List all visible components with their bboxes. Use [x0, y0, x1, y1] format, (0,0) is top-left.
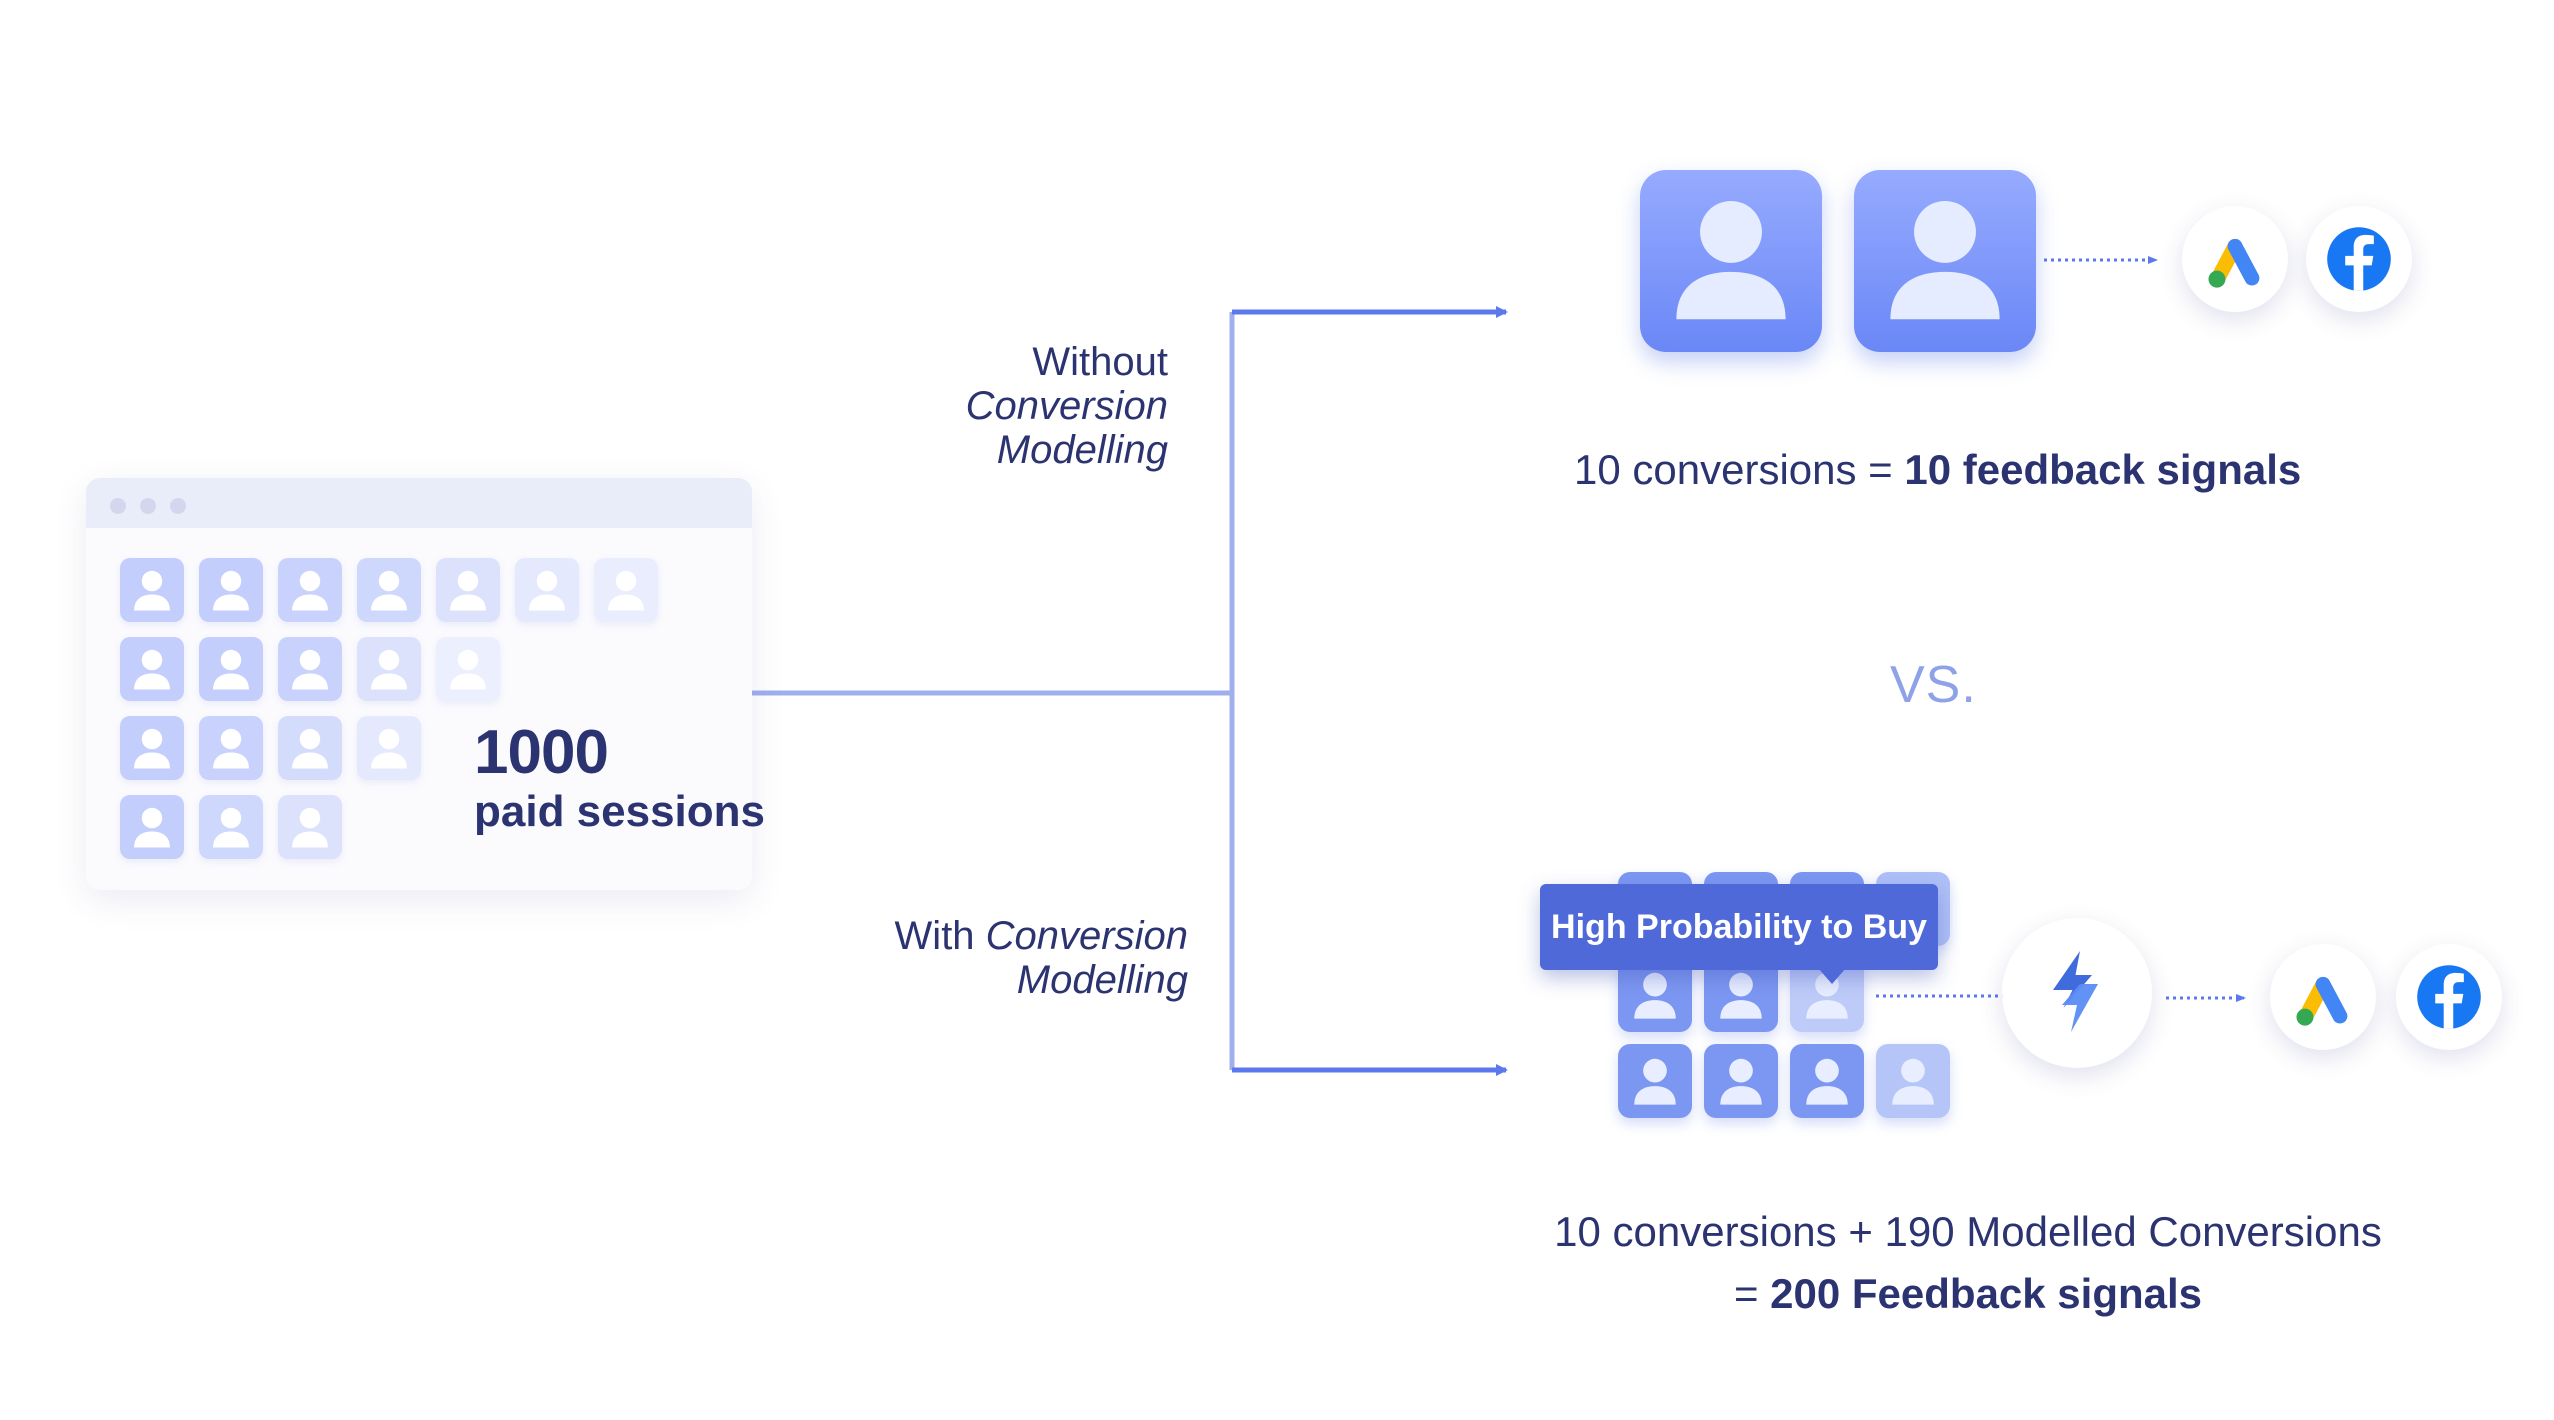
- with-result-caption-line1: 10 conversions + 190 Modelled Conversion…: [1554, 1208, 2382, 1255]
- user-icon: [1634, 972, 1676, 1019]
- session-user-tile: [278, 795, 342, 859]
- user-icon: [292, 570, 328, 611]
- session-user-tile: [357, 716, 421, 780]
- session-user-tile: [120, 795, 184, 859]
- user-icon: [450, 570, 486, 611]
- user-icon: [1720, 972, 1762, 1019]
- user-icon: [1634, 1058, 1676, 1105]
- session-user-tile: [278, 558, 342, 622]
- facebook-platform: [2396, 944, 2502, 1050]
- user-icon: [371, 728, 407, 769]
- google-ads-icon: [2296, 976, 2348, 1026]
- user-icon: [371, 570, 407, 611]
- session-user-tile: [357, 558, 421, 622]
- conversion-user-tile: [1854, 170, 2036, 352]
- session-user-tile: [120, 637, 184, 701]
- modelled-user-tile: [1618, 1044, 1692, 1118]
- without-result-caption: 10 conversions = 10 feedback signals: [1574, 446, 2302, 493]
- session-user-tile: [278, 716, 342, 780]
- user-icon: [134, 807, 170, 848]
- user-icon: [1720, 1058, 1762, 1105]
- user-icon: [529, 570, 565, 611]
- with-line-1: With Conversion: [894, 914, 1188, 958]
- google-ads-platform: [2182, 206, 2288, 312]
- session-user-tile: [594, 558, 658, 622]
- tooltip-pointer: [1818, 968, 1846, 984]
- session-count: 1000: [474, 718, 609, 787]
- user-icon: [1892, 1058, 1934, 1105]
- without-line-2: Conversion: [965, 384, 1168, 428]
- modelled-user-tile: [1704, 958, 1778, 1032]
- user-icon: [213, 570, 249, 611]
- versus-label: VS.: [1890, 656, 1977, 714]
- user-icon: [292, 728, 328, 769]
- conversion-modelling-engine: [2002, 918, 2152, 1068]
- session-user-tile: [436, 558, 500, 622]
- user-icon: [213, 728, 249, 769]
- user-icon: [134, 649, 170, 690]
- user-icon: [371, 649, 407, 690]
- branch-connector: [752, 312, 1235, 1070]
- user-icon: [1890, 200, 2000, 320]
- without-line-1: Without: [1032, 340, 1168, 384]
- modelled-user-tile: [1790, 958, 1864, 1032]
- modelled-user-tile: [1704, 1044, 1778, 1118]
- window-dot-icon: [140, 498, 156, 514]
- google-ads-icon: [2208, 238, 2260, 288]
- paid-sessions-window: [86, 478, 752, 890]
- session-user-tile: [120, 558, 184, 622]
- user-icon: [134, 570, 170, 611]
- without-modelling-label: Without Conversion Modelling: [800, 340, 1168, 472]
- session-user-tile: [199, 558, 263, 622]
- window-title-bar: [86, 478, 752, 528]
- user-icon: [292, 807, 328, 848]
- session-user-tile: [199, 716, 263, 780]
- user-icon: [450, 649, 486, 690]
- facebook-icon: [2327, 227, 2391, 291]
- with-result-caption-line2: = 200 Feedback signals: [1733, 1270, 2203, 1317]
- conversion-user-tile: [1640, 170, 1822, 352]
- user-icon: [1676, 200, 1786, 320]
- user-icon: [213, 807, 249, 848]
- modelled-user-tile: [1876, 1044, 1950, 1118]
- session-user-tile: [120, 716, 184, 780]
- session-user-tile: [199, 637, 263, 701]
- without-line-3: Modelling: [996, 428, 1168, 472]
- facebook-platform: [2306, 206, 2412, 312]
- with-modelling-label: With Conversion Modelling: [780, 914, 1188, 1002]
- window-dot-icon: [170, 498, 186, 514]
- google-ads-platform: [2270, 944, 2376, 1050]
- user-icon: [213, 649, 249, 690]
- window-dot-icon: [110, 498, 126, 514]
- session-user-tile: [357, 637, 421, 701]
- lightning-logo-icon: [2053, 951, 2098, 1032]
- facebook-icon: [2417, 965, 2481, 1029]
- user-icon: [134, 728, 170, 769]
- modelled-user-tile: [1790, 1044, 1864, 1118]
- high-probability-tooltip: High Probability to Buy: [1540, 884, 1938, 970]
- user-icon: [1806, 1058, 1848, 1105]
- session-user-tile: [436, 637, 500, 701]
- session-user-tile: [199, 795, 263, 859]
- session-user-tile: [278, 637, 342, 701]
- modelled-user-tile: [1618, 958, 1692, 1032]
- session-user-tile: [515, 558, 579, 622]
- user-icon: [292, 649, 328, 690]
- user-icon: [608, 570, 644, 611]
- session-label: paid sessions: [474, 787, 766, 836]
- with-line-2: Modelling: [1016, 958, 1188, 1002]
